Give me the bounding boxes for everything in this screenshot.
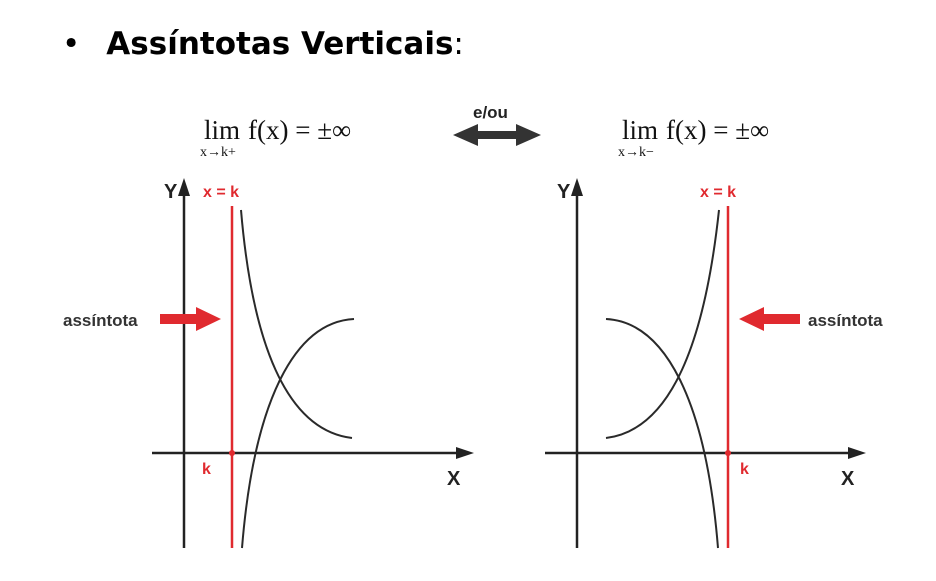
- lim-expression-left: f(x) = ±∞: [248, 115, 352, 145]
- curve-decreasing-right: [605, 318, 719, 549]
- slide-title: • Assíntotas Verticais:: [62, 26, 464, 62]
- k-label-right: k: [740, 461, 749, 478]
- y-axis-arrow-icon: [571, 178, 583, 196]
- x-axis-arrow-icon: [456, 447, 474, 459]
- curve-decreasing-left: [240, 209, 353, 439]
- pointer-arrow-left-icon: [739, 307, 800, 331]
- lim-subscript-left: x→k+: [200, 145, 236, 160]
- k-point-left: [229, 450, 235, 456]
- double-arrow-icon: [453, 124, 541, 146]
- lim-word-right: lim: [622, 115, 659, 145]
- asymptote-pointer-label-right: assíntota: [808, 311, 883, 330]
- y-axis-arrow-icon: [178, 178, 190, 196]
- y-axis-label-left: Y: [164, 181, 178, 203]
- k-point-right: [725, 450, 731, 456]
- title-colon: :: [453, 26, 464, 62]
- lim-subscript-right: x→k−: [618, 145, 654, 160]
- x-axis-arrow-icon: [848, 447, 866, 459]
- bullet: •: [62, 26, 81, 62]
- asymptote-pointer-label-left: assíntota: [63, 311, 138, 330]
- connector-label: e/ou: [473, 103, 508, 122]
- graph-right: Y x = k k X assíntota: [545, 178, 883, 549]
- title-text: Assíntotas Verticais: [106, 26, 454, 62]
- asymptote-label-right: x = k: [700, 184, 736, 201]
- curve-increasing-left: [241, 318, 355, 549]
- pointer-arrow-right-icon: [160, 307, 221, 331]
- k-label-left: k: [202, 461, 211, 478]
- x-axis-label-left: X: [447, 468, 461, 490]
- graph-left: Y x = k k X assíntota: [63, 178, 474, 549]
- lim-expression-right: f(x) = ±∞: [666, 115, 770, 145]
- y-axis-label-right: Y: [557, 181, 571, 203]
- lim-word-left: lim: [204, 115, 241, 145]
- curve-increasing-right: [605, 209, 720, 439]
- x-axis-label-right: X: [841, 468, 855, 490]
- asymptote-label-left: x = k: [203, 184, 239, 201]
